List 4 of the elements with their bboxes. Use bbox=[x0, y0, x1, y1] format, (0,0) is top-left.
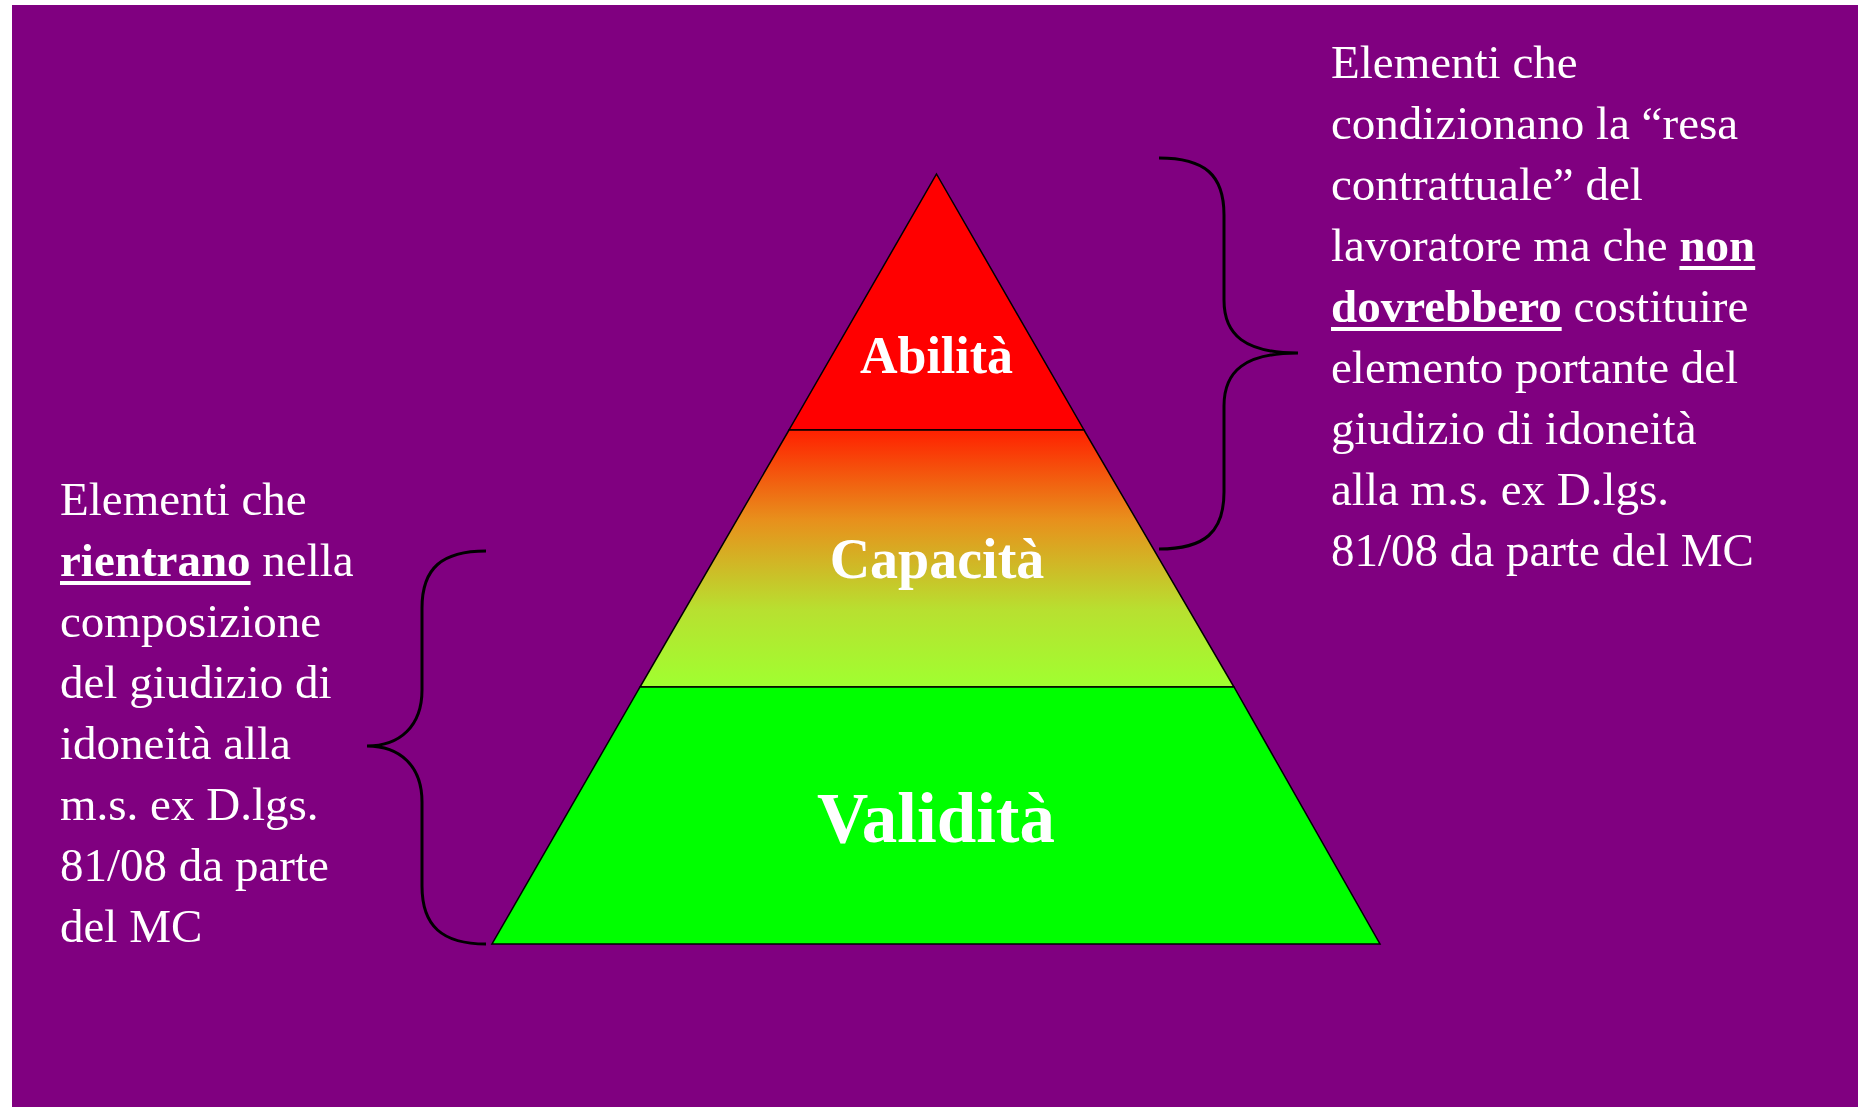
layer-label: Abilità bbox=[858, 330, 1015, 382]
note-text: Elementi che rientrano nella composizione del giudizio di idoneità alla m.s. ex D.lgs. 81/08 da parte del MC bbox=[60, 472, 355, 954]
note-text: Elementi che condizionano la “resa contrattuale” del lavoratore ma che non dovrebbero costituire elemento portante del giudizio di idoneità alla m.s. ex D.lgs. 81/08 da parte del MC bbox=[1331, 35, 1757, 578]
layer-label: Validità bbox=[815, 782, 1057, 854]
